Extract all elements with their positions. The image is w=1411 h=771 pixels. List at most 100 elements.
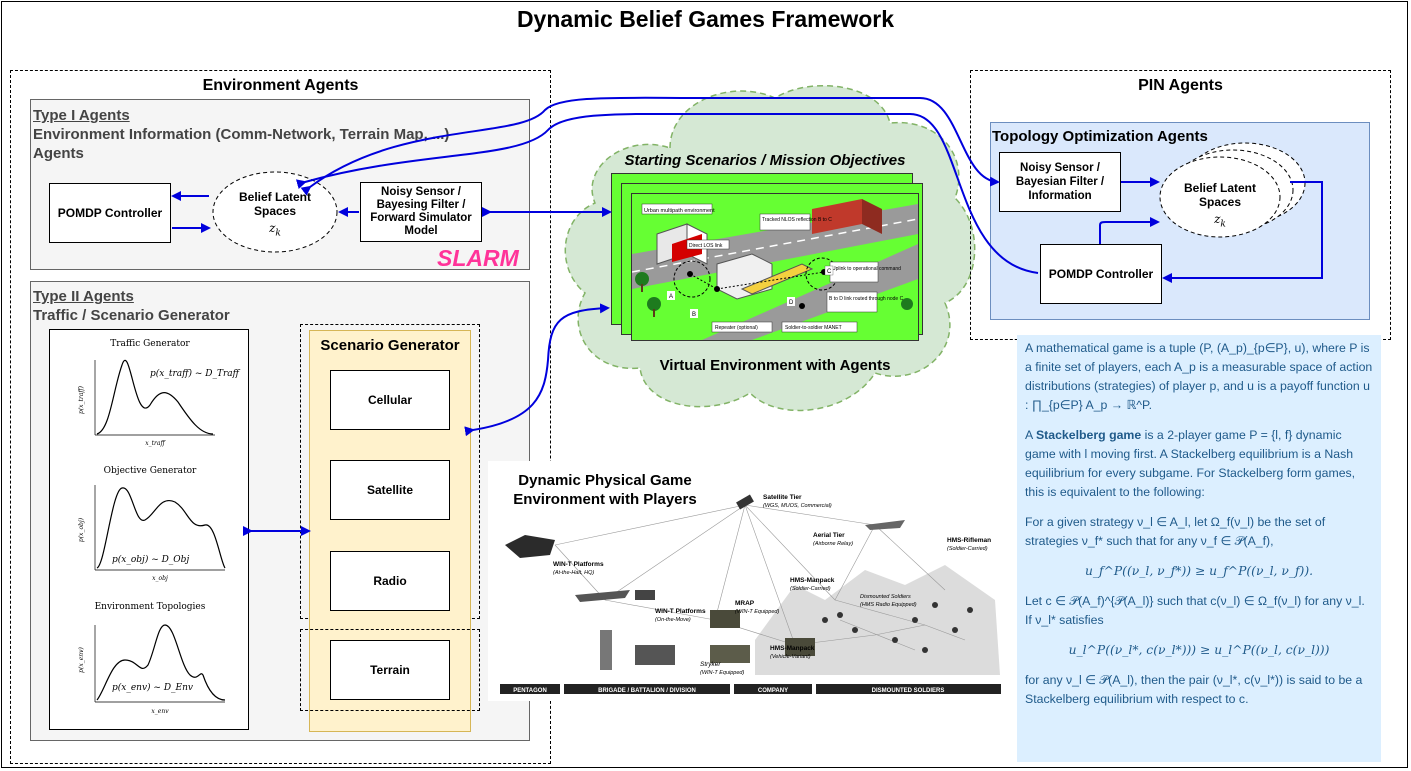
plot3-xlabel: x_env <box>151 708 169 715</box>
plot1-xlabel: x_traff <box>145 440 166 447</box>
bar-company: COMPANY <box>758 688 788 694</box>
scenario-generator-title: Scenario Generator <box>320 337 460 354</box>
label-btod: B to D link routed through node C <box>829 296 904 302</box>
follower-strategy-text: For a given strategy ν_l ∈ A_l, let Ω_f(… <box>1025 515 1326 548</box>
terrain-box: Terrain <box>330 640 450 700</box>
noisy-sensor-pin: Noisy Sensor / Bayesian Filter / Informa… <box>999 152 1121 212</box>
plot2-ylabel: p(x_obj) <box>78 517 85 542</box>
plot2-xlabel: x_obj <box>152 575 168 582</box>
physical-env-title-1: Dynamic Physical Game <box>518 472 692 489</box>
plot1-title: Traffic Generator <box>110 339 190 349</box>
belief-pin-line1: Belief Latent <box>1183 181 1256 195</box>
label-repeater: Repeater (optional) <box>715 325 758 331</box>
pomdp-controller-pin: POMDP Controller <box>1040 244 1162 304</box>
manpack1-label: HMS-Manpack <box>790 577 835 584</box>
plot1-ylabel: p(x_traff) <box>78 385 85 414</box>
dismounted-sub: (HMS Radio Equipped) <box>860 602 917 608</box>
plot1-formula: p(x_traff) ~ D_Traff <box>150 368 241 379</box>
label-direct: Direct LOS link <box>689 243 723 249</box>
noisy-sensor-env: Noisy Sensor / Bayesing Filter / Forward… <box>360 182 482 242</box>
label-node-a: A <box>669 294 673 300</box>
distribution-plots: Traffic Generator p(x_traff) ~ D_Traff x… <box>78 339 241 715</box>
sat-tier-label: Satellite Tier <box>763 494 802 501</box>
manpack2-label: HMS-Manpack <box>770 645 815 652</box>
sensor-env-line2: Bayesing Filter / <box>376 199 466 211</box>
math-game-definition: A mathematical game is a tuple (P, (A_p)… <box>1025 341 1373 412</box>
pomdp-controller-env: POMDP Controller <box>49 183 171 243</box>
stryker-sub: (WIN-T Equipped) <box>700 670 744 676</box>
stryker-label: Stryker <box>700 661 721 668</box>
mrap-sub: (WIN-T Equipped) <box>735 609 779 615</box>
wint2-sub: (On-the-Move) <box>655 617 691 623</box>
urban-scene: Urban multipath environment Tracked NLOS… <box>632 199 918 340</box>
cellular-box: Cellular <box>330 370 450 430</box>
plot3-ylabel: p(x_env) <box>78 646 85 672</box>
plot3-title: Environment Topologies <box>95 602 206 612</box>
type2-subheading: Traffic / Scenario Generator <box>33 307 230 324</box>
bar-pentagon: PENTAGON <box>513 688 547 694</box>
plot2-title: Objective Generator <box>104 466 197 476</box>
belief-env-line1: Belief Latent <box>238 190 311 204</box>
sensor-pin-line2: Bayesian Filter / <box>1015 176 1105 188</box>
leader-inequality: u_l^P((ν_l*, c(ν_l*))) ≥ u_l^P((ν_l, c(ν… <box>1068 643 1330 657</box>
slarm-label: SLARM <box>437 245 519 271</box>
label-node-b: B <box>692 312 696 318</box>
label-tracked: Tracked NLOS reflection B to C <box>762 217 832 223</box>
satellite-box: Satellite <box>330 460 450 520</box>
leader-condition-text: Let c ∈ 𝒫(A_f)^{𝒫(A_l)} such that c(ν_l)… <box>1025 594 1365 627</box>
physical-network-scene: Satellite Tier (WGS, MUOS, Commercial) A… <box>500 494 1001 694</box>
wint1-sub: (At-the-Halt, HQ) <box>553 570 594 576</box>
manpack1-sub: (Soldier-Carried) <box>790 586 831 592</box>
plot3-formula: p(x_env) ~ D_Env <box>112 682 193 693</box>
label-urban: Urban multipath environment <box>644 208 715 214</box>
topology-optimization-title: Topology Optimization Agents <box>992 128 1208 145</box>
physical-env-title-2: Environment with Players <box>513 491 697 508</box>
belief-spaces-pin: Belief Latent Spaces zk <box>1160 181 1280 231</box>
belief-pin-line2: Spaces <box>1198 195 1242 209</box>
bar-brigade: BRIGADE / BATTALION / DIVISION <box>598 688 696 694</box>
rifleman-sub: (Soldier-Carried) <box>947 546 988 552</box>
stackelberg-text-a: A <box>1025 428 1036 442</box>
mrap-label: MRAP <box>735 600 755 607</box>
label-node-c: C <box>827 269 832 275</box>
type1-heading: Type I Agents <box>33 107 130 124</box>
starting-scenarios-label: Starting Scenarios / Mission Objectives <box>624 152 906 169</box>
follower-inequality: u_f^P((ν_l, ν_f*)) ≥ u_f^P((ν_l, ν_f)). <box>1084 564 1314 578</box>
type1-subheading: Environment Information (Comm-Network, T… <box>33 126 450 143</box>
wint1-label: WIN-T Platforms <box>553 561 604 568</box>
sensor-pin-line1: Noisy Sensor / <box>1020 162 1100 174</box>
stackelberg-text-b: is a 2-player game P = {l, f} dynamic ga… <box>1025 428 1356 499</box>
label-node-d: D <box>789 300 794 306</box>
sensor-env-line3: Forward Simulator <box>370 212 472 224</box>
sensor-env-line1: Noisy Sensor / <box>381 186 461 198</box>
stackelberg-definition: A Stackelberg game is a 2-player game P … <box>1025 426 1373 502</box>
page-title: Dynamic Belief Games Framework <box>516 6 895 32</box>
sensor-env-line4: Model <box>404 225 438 237</box>
manpack2-sub: (Vehicle-Variant) <box>770 654 811 660</box>
environment-agents-title: Environment Agents <box>202 77 359 94</box>
distribution-plots-panel: Traffic Generator p(x_traff) ~ D_Traff x… <box>49 329 249 730</box>
label-manet: Soldier-to-soldier MANET <box>785 325 842 331</box>
equilibrium-conclusion: for any ν_l ∈ 𝒫(A_l), then the pair (ν_l… <box>1025 673 1363 706</box>
scenario-card-front: Urban multipath environment Tracked NLOS… <box>631 193 919 341</box>
belief-pin-sub: k <box>1220 219 1226 230</box>
wint2-label: WIN-T Platforms <box>655 608 706 615</box>
sensor-pin-line3: Information <box>1028 190 1092 202</box>
virtual-environment-label: Virtual Environment with Agents <box>659 357 891 374</box>
type2-heading: Type II Agents <box>33 288 134 305</box>
aerial-tier-label: Aerial Tier <box>813 532 845 539</box>
pin-agents-title: PIN Agents <box>1138 77 1223 94</box>
stackelberg-bold: Stackelberg game <box>1035 428 1142 442</box>
math-definition-panel: A mathematical game is a tuple (P, (A_p)… <box>1017 335 1381 762</box>
type1-subheading-2: Agents <box>33 145 84 162</box>
plot2-formula: p(x_obj) ~ D_Obj <box>112 554 189 565</box>
bar-dismounted: DISMOUNTED SOLDIERS <box>872 688 945 694</box>
physical-env-title: Dynamic Physical Game Environment with P… <box>490 471 720 509</box>
belief-env-sub: k <box>275 228 281 239</box>
label-uplink: Uplink to operational command <box>832 266 901 272</box>
belief-spaces-env: Belief Latent Spaces zk <box>211 190 339 240</box>
terrain-dashed <box>300 629 480 711</box>
belief-env-var: z <box>269 221 276 235</box>
sat-tier-sub: (WGS, MUOS, Commercial) <box>763 503 832 509</box>
